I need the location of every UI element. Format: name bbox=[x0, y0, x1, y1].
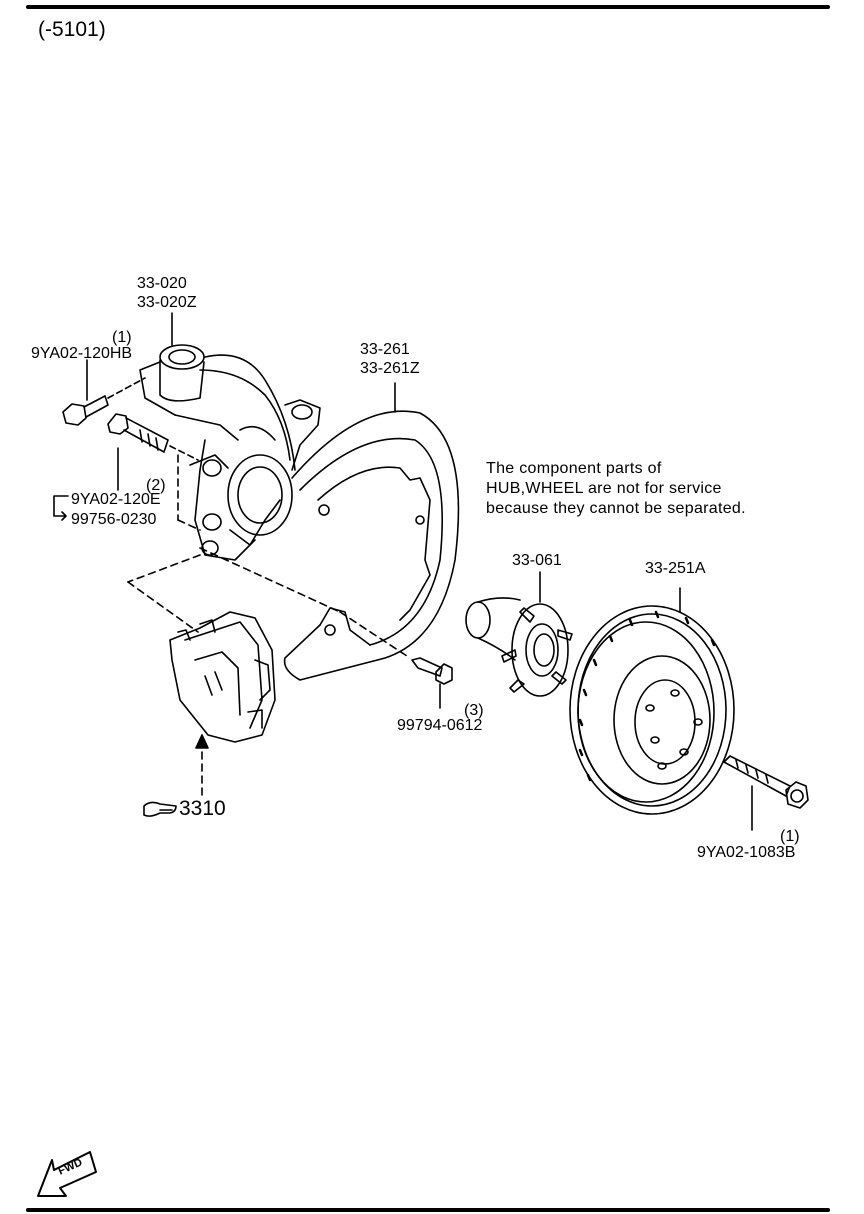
steering-knuckle bbox=[139, 312, 321, 561]
dust-cover bbox=[283, 382, 460, 681]
cover-bolt-qty: (3) bbox=[464, 702, 484, 719]
hub-bolt-qty: (1) bbox=[780, 828, 800, 845]
hub-bolt bbox=[723, 755, 809, 831]
caliper-bracket-bolt bbox=[53, 413, 199, 521]
assembly-lines bbox=[127, 454, 411, 801]
caliper-bolt-qty: (2) bbox=[146, 477, 166, 494]
hub-code[interactable]: 33-061 bbox=[512, 552, 562, 569]
service-note-line-3: because they cannot be separated. bbox=[486, 500, 746, 517]
knuckle-bolt-qty: (1) bbox=[112, 329, 132, 346]
cover-bolt-code[interactable]: 99794-0612 bbox=[397, 717, 483, 734]
diagram-range-label: (-5101) bbox=[38, 18, 106, 41]
dust-cover-code-1[interactable]: 33-261 bbox=[360, 341, 410, 358]
caliper-assembly bbox=[169, 611, 276, 743]
caliper-ref-arrow bbox=[195, 734, 209, 749]
caliper-bolt-code-1[interactable]: 9YA02-120E bbox=[71, 491, 161, 508]
knuckle-bolt bbox=[62, 359, 146, 426]
wheel-hub bbox=[465, 571, 573, 697]
knuckle-code-1[interactable]: 33-020 bbox=[137, 275, 187, 292]
service-note: The component parts of HUB,WHEEL are not… bbox=[486, 459, 746, 519]
hub-bolt-code[interactable]: 9YA02-1083B bbox=[697, 844, 796, 861]
dust-cover-bolt bbox=[411, 657, 453, 709]
service-note-line-2: HUB,WHEEL are not for service bbox=[486, 480, 722, 497]
caliper-ref-code[interactable]: 3310 bbox=[179, 797, 226, 820]
brake-disc bbox=[569, 587, 735, 815]
dust-cover-code-2[interactable]: 33-261Z bbox=[360, 360, 420, 377]
fwd-arrow-icon bbox=[37, 1151, 97, 1197]
service-note-line-1: The component parts of bbox=[486, 460, 662, 477]
knuckle-bolt-code[interactable]: 9YA02-120HB bbox=[31, 345, 133, 362]
knuckle-code-2[interactable]: 33-020Z bbox=[137, 294, 197, 311]
caliper-bolt-code-2[interactable]: 99756-0230 bbox=[71, 511, 157, 528]
disc-code[interactable]: 33-251A bbox=[645, 560, 706, 577]
hand-pointer-icon bbox=[143, 801, 177, 817]
